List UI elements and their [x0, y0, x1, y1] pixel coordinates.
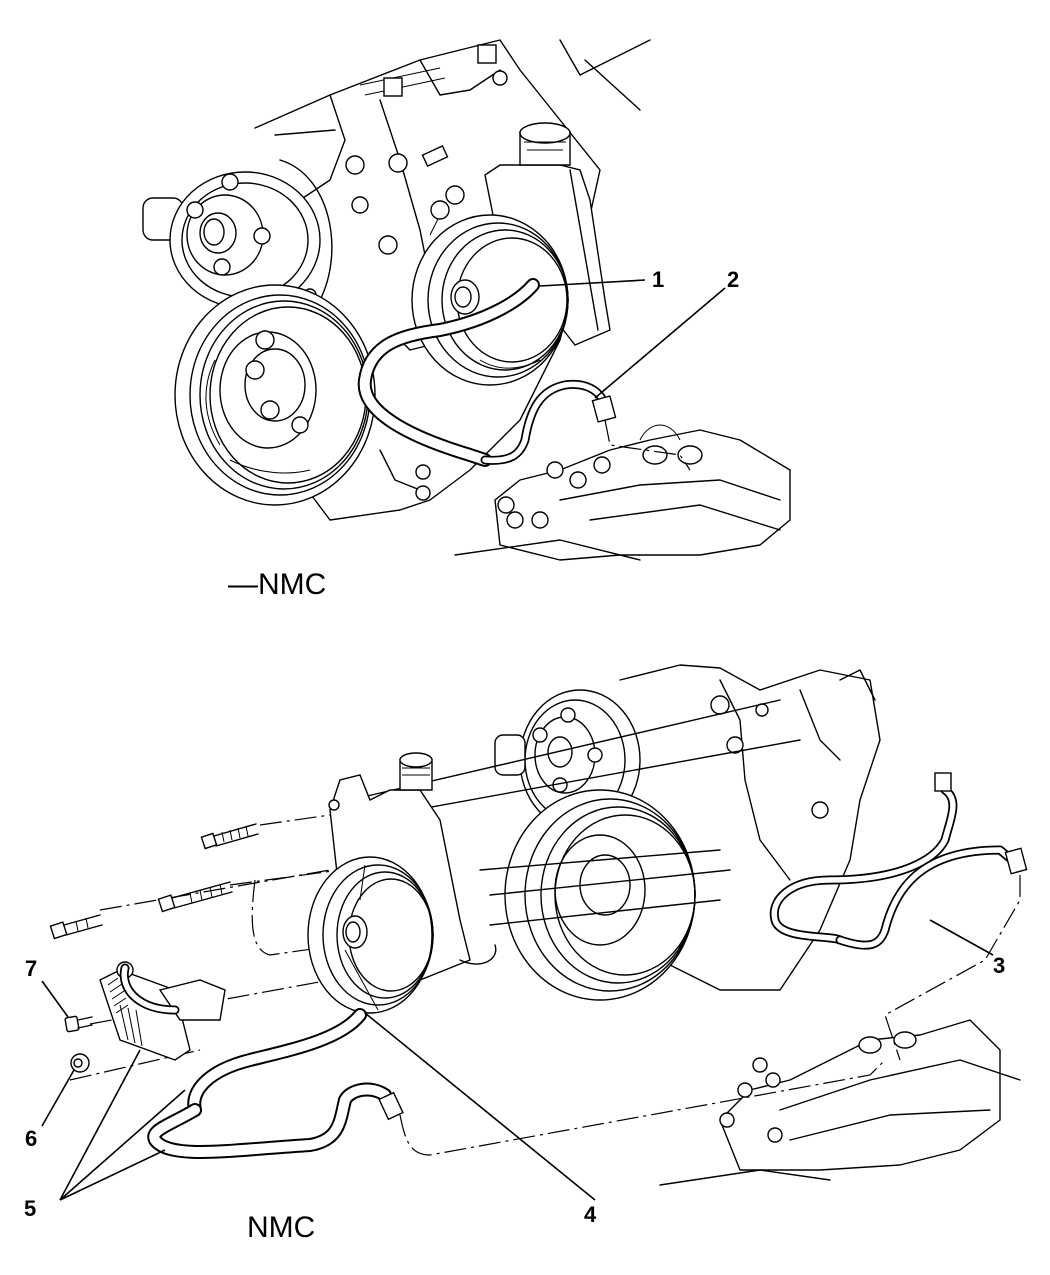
callout-5-leader-a	[59, 1049, 141, 1201]
engine-block-bottom	[619, 664, 881, 991]
callout-2-leader	[594, 287, 726, 399]
callout-4-leader	[364, 1012, 596, 1201]
bolt-lower	[49, 914, 103, 940]
upper-pulley-top	[142, 159, 333, 309]
callout-7-leader	[41, 980, 69, 1018]
bottom-view: 3 4 5 6 7 NMC	[24, 664, 1028, 1244]
callout-1: 1	[652, 267, 664, 292]
steering-gear-bottom	[659, 1019, 1021, 1186]
callout-3-leader	[929, 919, 994, 956]
crank-pulley-top	[174, 284, 376, 506]
fastener-7	[64, 1015, 93, 1033]
pump-pulley-bottom	[307, 856, 497, 1014]
callout-1-leader	[539, 279, 646, 287]
view-label-bottom: NMC	[247, 1211, 315, 1244]
callout-5-leader-c	[59, 1149, 166, 1201]
crank-pulley-bottom	[504, 789, 696, 1001]
view-label-top: —NMC	[228, 568, 326, 601]
callout-5: 5	[24, 1196, 36, 1221]
callout-4: 4	[584, 1202, 597, 1227]
mounting-bolts	[49, 823, 259, 940]
callout-7: 7	[25, 956, 37, 981]
steering-gear-top	[454, 424, 791, 561]
top-view: 1 2 —NMC	[142, 39, 791, 601]
cooler-assembly	[99, 961, 226, 1061]
callout-3: 3	[993, 953, 1005, 978]
callout-5-leader-b	[59, 1089, 186, 1201]
return-hose-bottom	[147, 1008, 886, 1159]
fastener-6	[70, 1053, 90, 1073]
engine-block-top	[249, 39, 651, 521]
bolt-upper	[200, 823, 259, 850]
pressure-line-bottom	[769, 772, 1028, 1061]
callout-6-leader	[41, 1069, 75, 1127]
callout-6: 6	[25, 1126, 37, 1151]
callout-2: 2	[727, 267, 739, 292]
return-hose-top	[357, 278, 540, 467]
pressure-line-top	[480, 379, 691, 471]
pump-pulley-top	[411, 144, 569, 386]
bolt-middle	[157, 881, 233, 913]
